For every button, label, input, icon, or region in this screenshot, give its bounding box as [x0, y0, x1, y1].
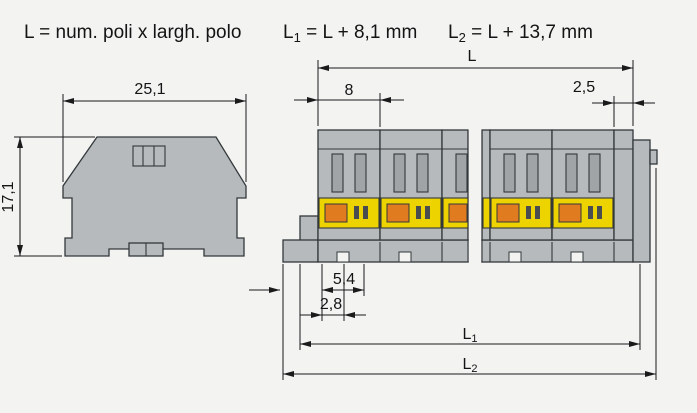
pole-partial-left [441, 129, 469, 241]
rail-notch [398, 251, 412, 263]
formula-l2: L2 = L + 13,7 mm [448, 22, 593, 45]
dim-side-width: 25,1 [62, 81, 247, 182]
side-view [62, 136, 247, 257]
pole-2 [379, 129, 443, 241]
side-view-marker-window [132, 145, 166, 167]
pole-partial-right [481, 129, 491, 241]
dim-side-height: 17,1 [0, 136, 95, 257]
dim-overall-length: L [317, 48, 634, 126]
dim-foot-offset: 2,8 [300, 264, 366, 321]
dim-side-width-label: 25,1 [134, 81, 165, 98]
side-view-body [62, 136, 247, 257]
end-bracket-tab [649, 149, 658, 165]
formula-pole-length: L = num. poli x largh. polo [24, 22, 241, 43]
dim-pole-pitch-label: 8 [345, 82, 354, 99]
pole-4 [551, 129, 615, 241]
dim-end-plate-label: 2,5 [573, 79, 595, 96]
dim-l1: L1 [299, 264, 641, 350]
end-bracket [632, 139, 651, 263]
pole-3 [489, 129, 553, 241]
dim-l2-label: L2 [462, 356, 477, 375]
dim-side-height-label: 17,1 [0, 181, 17, 212]
rail-notch [508, 251, 522, 263]
front-view [282, 128, 658, 266]
dim-pole-pitch: 8 [294, 82, 404, 127]
rail-notch [336, 251, 350, 263]
break-gap [468, 128, 482, 266]
formula-row: L = num. poli x largh. polo L1 = L + 8,1… [24, 22, 593, 45]
dim-end-plate: 2,5 [573, 79, 655, 127]
dim-foot-offset-label: 2,8 [320, 296, 342, 313]
formula-l1: L1 = L + 8,1 mm [283, 22, 417, 45]
rail-left-end [282, 239, 319, 263]
end-plate [613, 129, 634, 241]
dim-l1-label: L1 [462, 326, 477, 345]
rail-left-step [299, 215, 319, 243]
rail-notch [570, 251, 584, 263]
dim-l2: L2 [282, 168, 657, 380]
dim-overall-length-label: L [468, 48, 477, 65]
pole-1 [317, 129, 381, 241]
